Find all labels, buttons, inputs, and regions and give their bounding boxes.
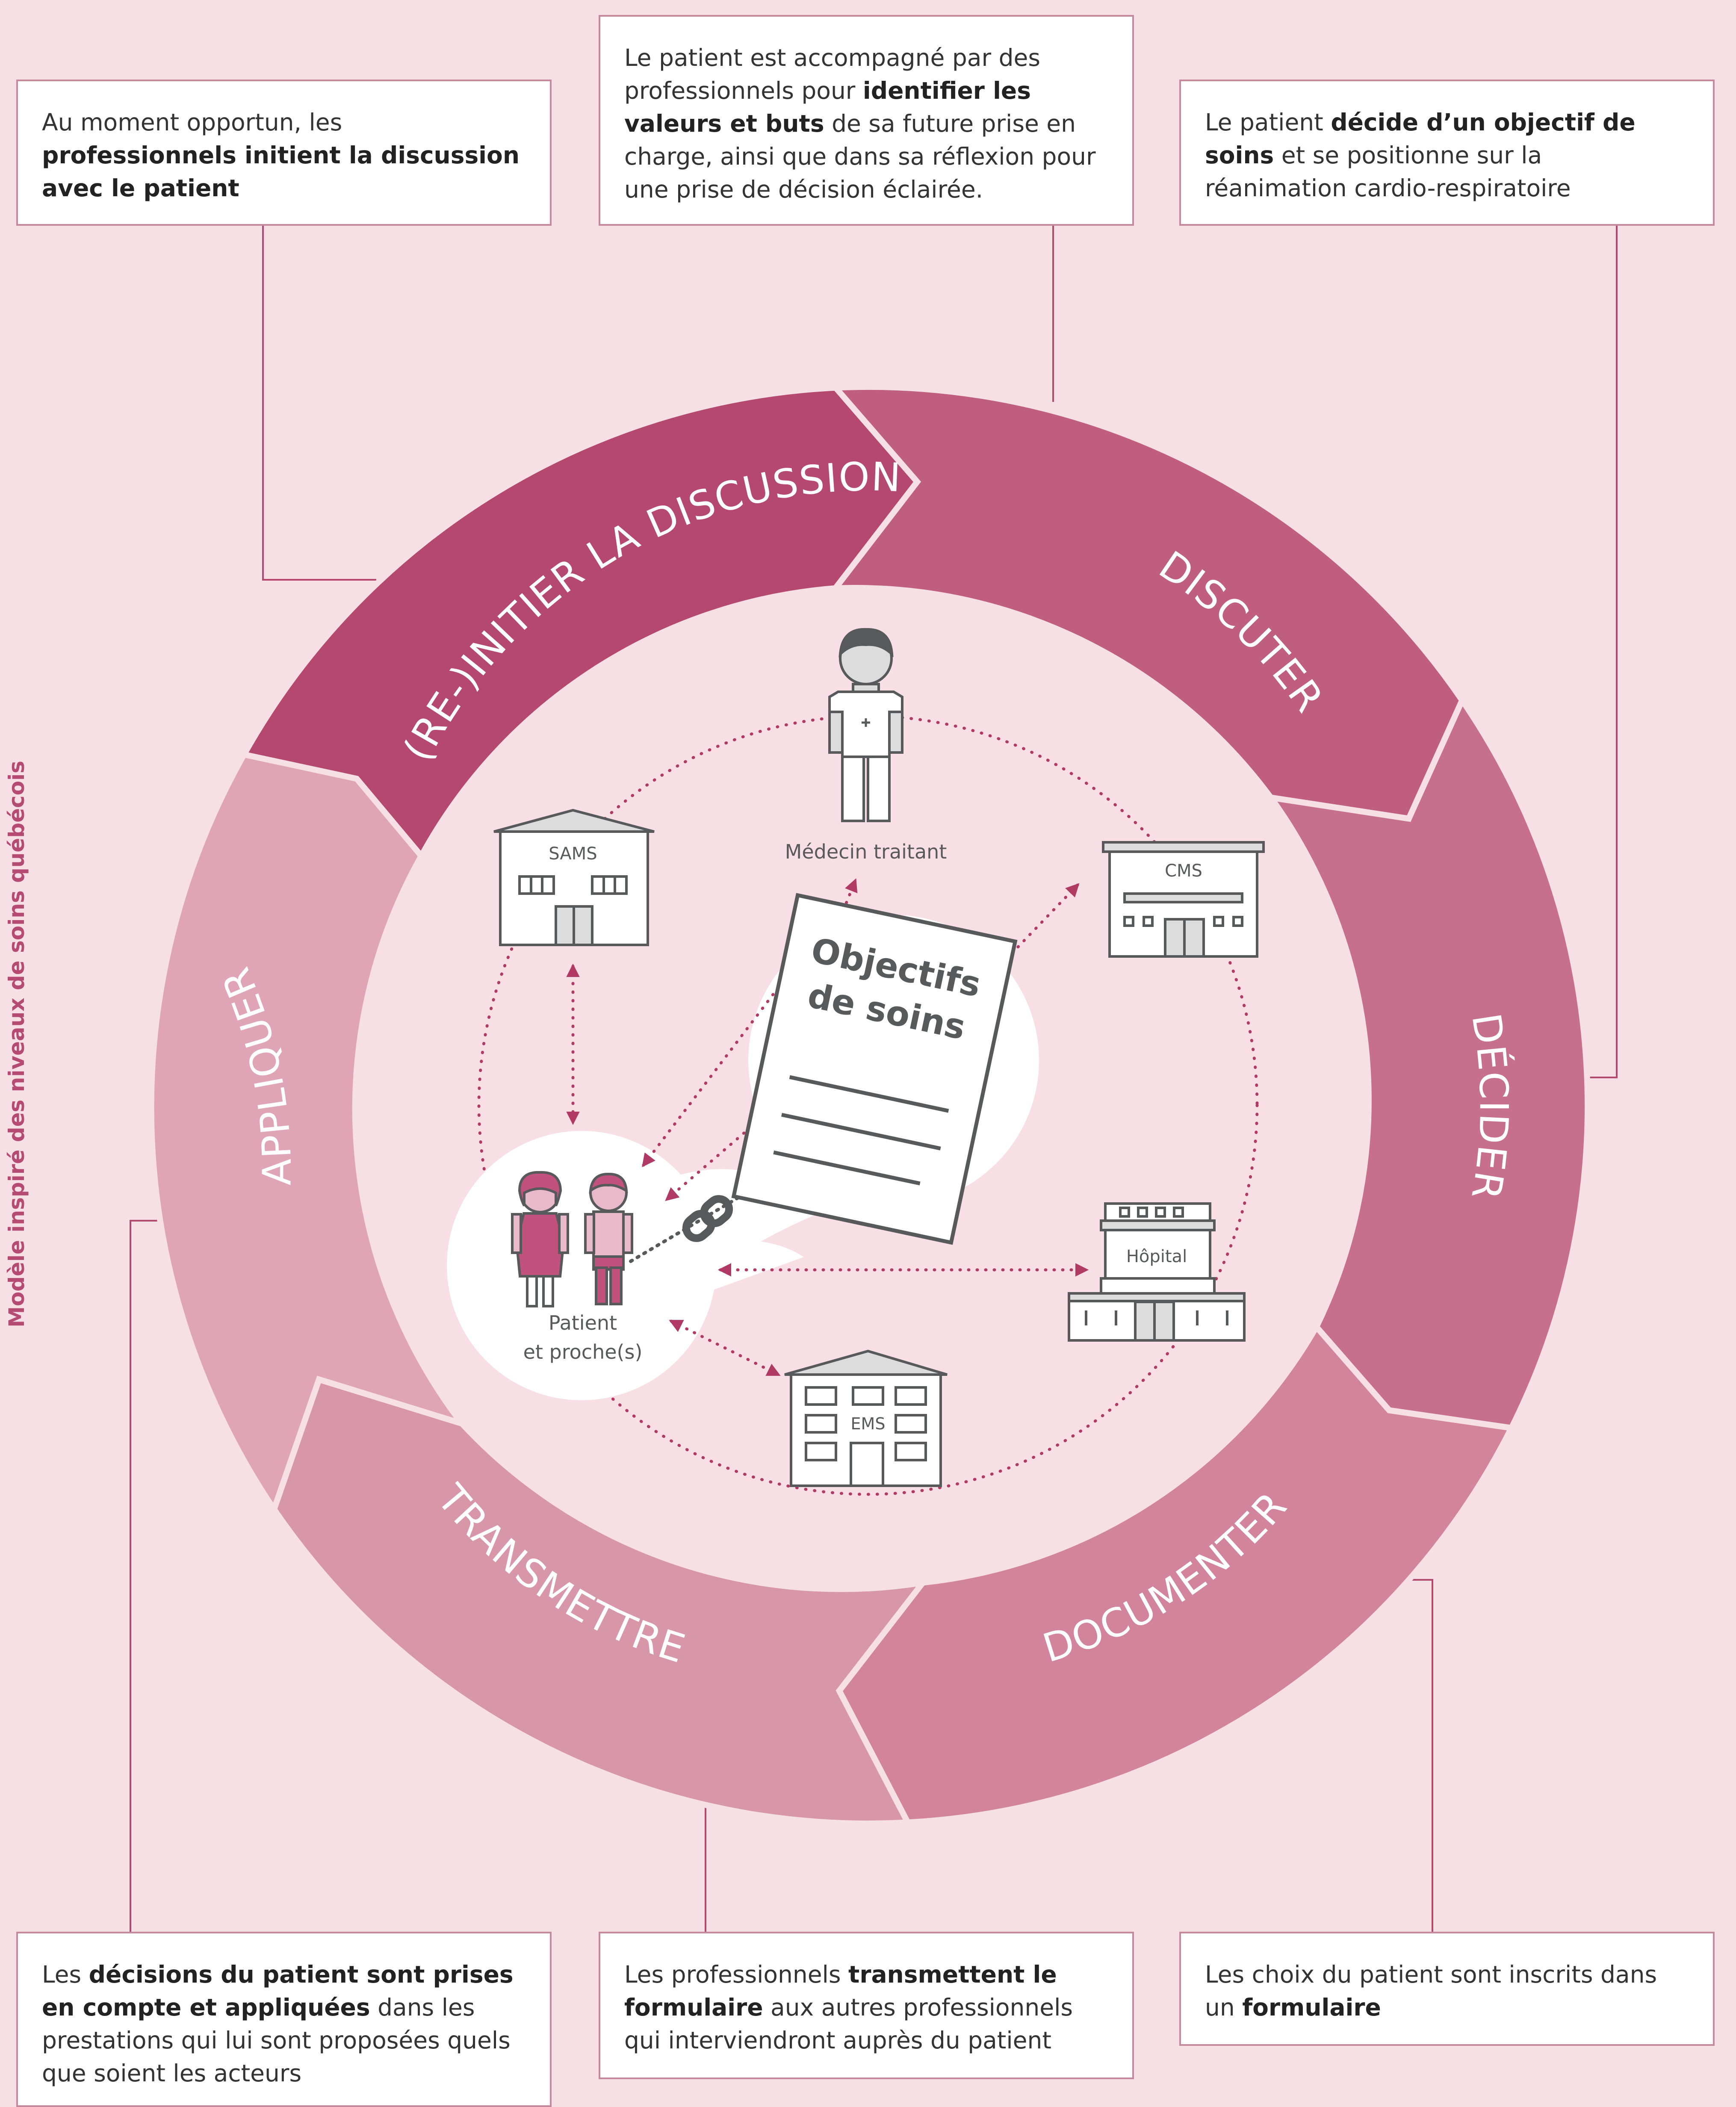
cycle-ring <box>148 384 1591 1827</box>
doctor-label: Médecin traitant <box>785 840 947 863</box>
segment-appliquer[interactable] <box>148 751 470 1516</box>
patient-label-line1: Patient <box>549 1311 617 1334</box>
sams-label: SAMS <box>549 844 597 864</box>
cms-building-icon <box>1102 841 1265 958</box>
box-transmettre: Les professionnels transmettent le formu… <box>599 1932 1134 2079</box>
box-discuter: Le patient est accompagné par des profes… <box>599 15 1134 226</box>
relative-icon <box>584 1172 633 1305</box>
segment-documenter[interactable] <box>836 1322 1516 1826</box>
patient-icon <box>511 1171 569 1307</box>
cms-label: CMS <box>1165 861 1202 881</box>
segment-initier[interactable] <box>240 384 921 860</box>
segment-transmettre[interactable] <box>271 1375 930 1827</box>
patient-label-line2: et proche(s) <box>523 1340 643 1363</box>
ems-building-icon <box>784 1349 948 1487</box>
sams-building-icon <box>493 809 655 946</box>
box-appliquer: Les décisions du patient sont prises en … <box>16 1932 552 2107</box>
box-decider: Le patient décide d’un objectif de soins… <box>1179 80 1715 226</box>
box-documenter: Les choix du patient sont inscrits dans … <box>1179 1932 1715 2046</box>
hospital-building-icon <box>1068 1202 1246 1342</box>
care-goals-document: Objectifs de soins <box>731 893 1018 1245</box>
segment-decider[interactable] <box>1264 694 1591 1431</box>
chain-link-icon <box>682 1195 733 1242</box>
segment-discuter[interactable] <box>829 384 1466 822</box>
box-initier: Au moment opportun, les professionnels i… <box>16 80 552 226</box>
ems-label: EMS <box>851 1414 886 1433</box>
hopital-label: Hôpital <box>1126 1247 1187 1266</box>
doctor-icon <box>828 628 903 822</box>
